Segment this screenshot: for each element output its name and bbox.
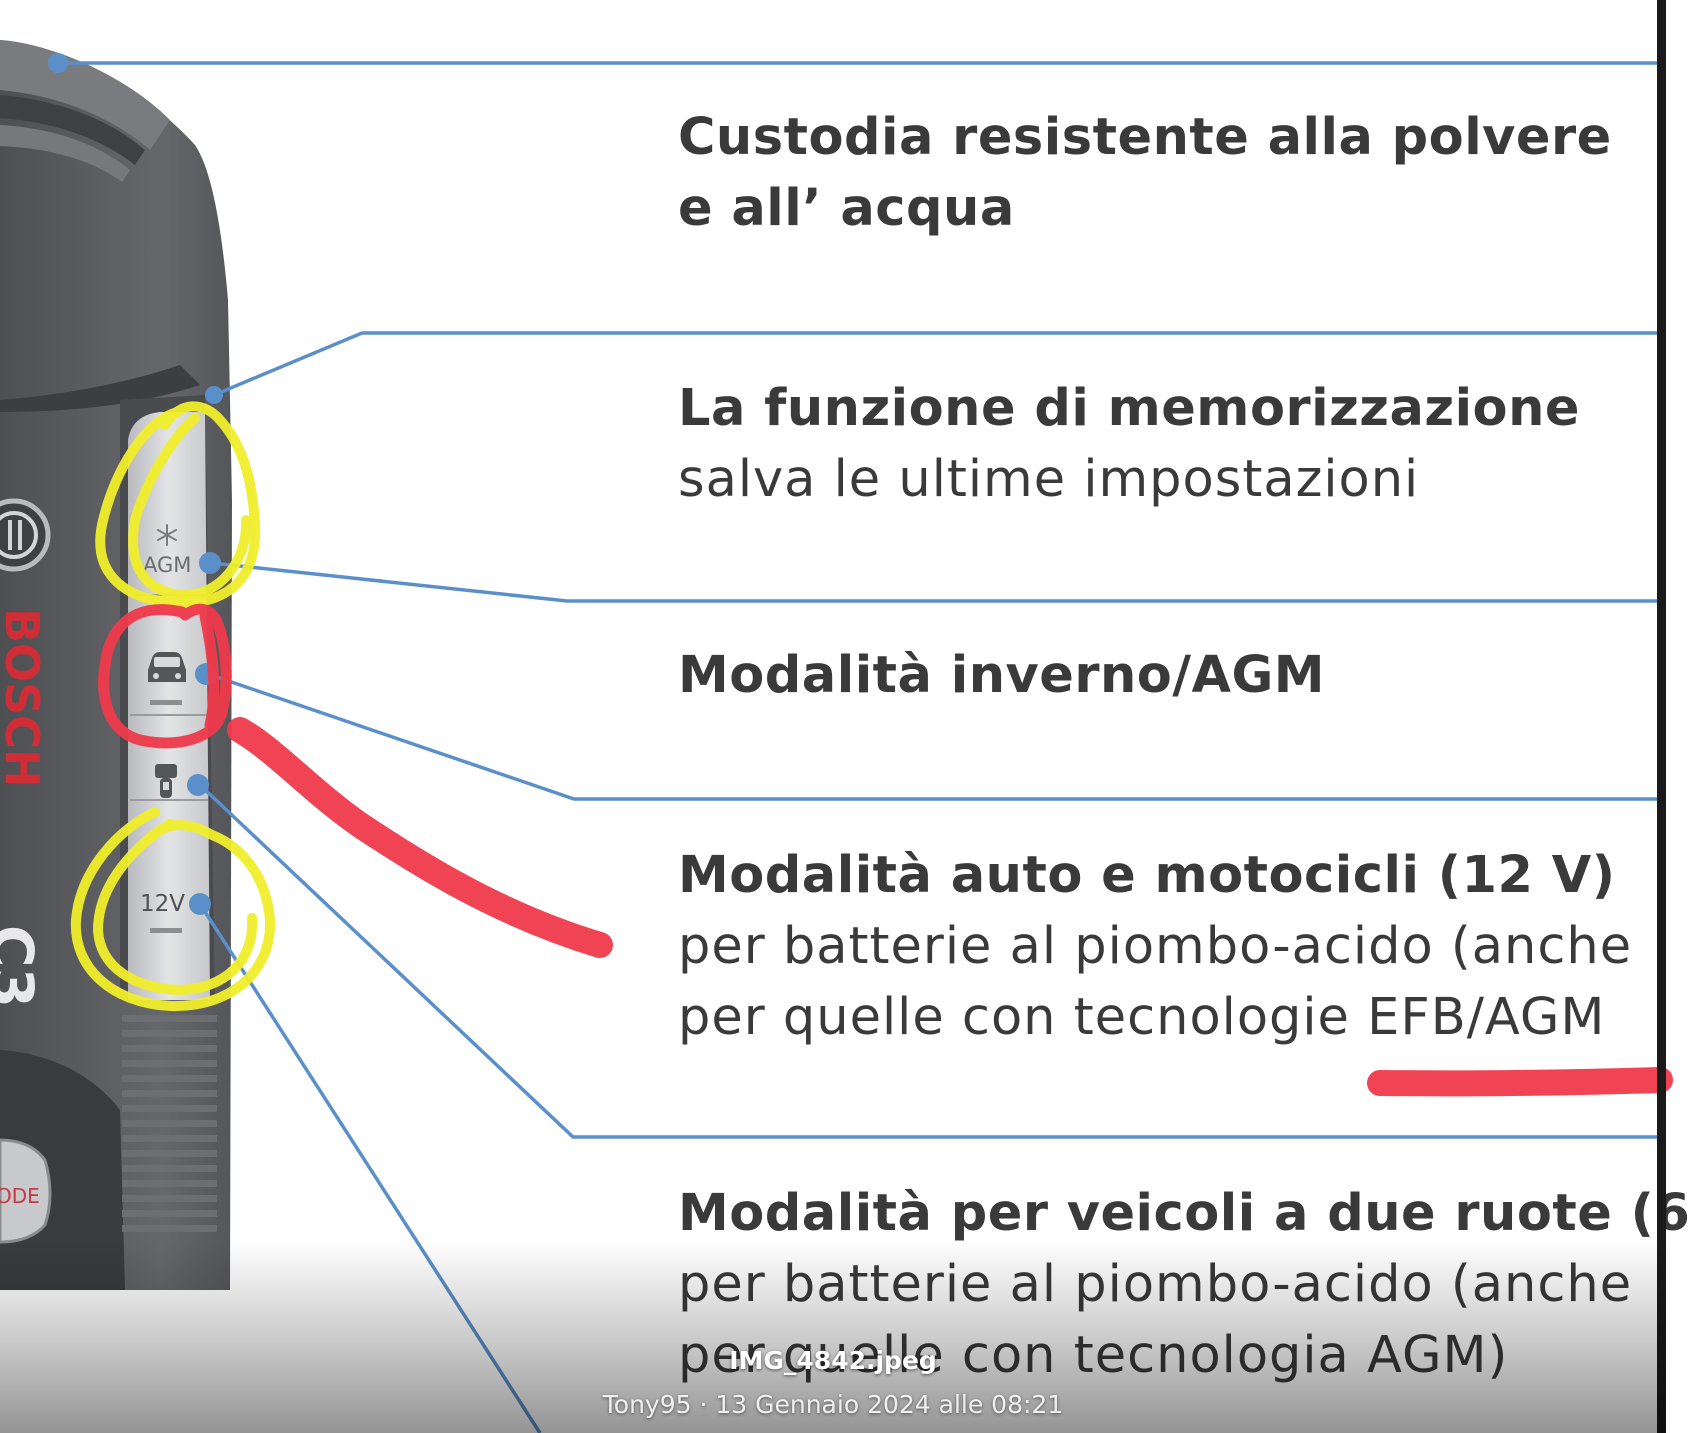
feature-desc-line2: per quelle con tecnologia AGM) xyxy=(678,1326,1509,1385)
feature-desc: salva le ultime impostazioni xyxy=(678,450,1420,509)
red-underline-strokes xyxy=(227,717,1673,1097)
feature-car-motorcycle-mode: Modalità auto e motocicli (12 V) per bat… xyxy=(678,840,1632,1053)
car-icon xyxy=(148,652,186,705)
feature-dust-water-case: Custodia resistente alla polvere e all’ … xyxy=(678,102,1612,244)
model-label: C3 xyxy=(0,925,46,1008)
yellow-highlight-circles xyxy=(70,401,276,1012)
mode-button-label: ODE xyxy=(0,1184,40,1208)
mode-button xyxy=(0,1138,52,1244)
mode-button-panel xyxy=(122,412,217,1232)
feature-title: Modalità auto e motocicli (12 V) xyxy=(678,846,1616,905)
feature-title: Modalità per veicoli a due ruote (6 xyxy=(678,1184,1690,1243)
feature-desc: per batterie al piombo-acido (anche xyxy=(678,917,1633,976)
feature-title: La funzione di memorizzazione xyxy=(678,379,1580,438)
feature-memory-function: La funzione di memorizzazione salva le u… xyxy=(678,373,1580,515)
attachment-filename[interactable]: IMG_4842.jpeg xyxy=(729,1346,937,1375)
power-icon xyxy=(0,498,51,572)
feature-winter-agm-mode: Modalità inverno/AGM xyxy=(678,640,1325,711)
brand-logo: BOSCH xyxy=(0,608,49,788)
motorcycle-icon xyxy=(155,764,177,798)
attachment-meta: Tony95 · 13 Gennaio 2024 alle 08:21 xyxy=(602,1390,1064,1419)
feature-desc-line2: per quelle con tecnologie EFB/AGM xyxy=(678,988,1606,1047)
volt-label: 12V xyxy=(140,891,185,917)
feature-desc: e all’ acqua xyxy=(678,179,1015,238)
snowflake-icon xyxy=(157,524,177,546)
feature-title: Modalità inverno/AGM xyxy=(678,646,1326,705)
volt-indicator-dash xyxy=(150,928,182,933)
leader-lines xyxy=(58,61,1660,1433)
feature-title: Custodia resistente alla polvere xyxy=(678,108,1612,167)
red-highlight-circle xyxy=(98,603,232,749)
feature-two-wheeler-mode: Modalità per veicoli a due ruote (6 per … xyxy=(678,1178,1690,1391)
feature-desc: per batterie al piombo-acido (anche xyxy=(678,1255,1633,1314)
viewer-edge xyxy=(1657,0,1666,1433)
agm-label: AGM xyxy=(143,553,191,577)
